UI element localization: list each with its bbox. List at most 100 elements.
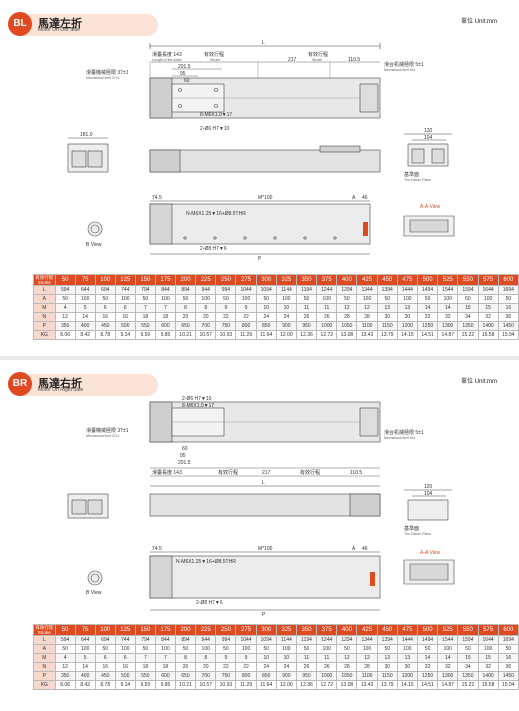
br-panel: BR 馬達右折 Motor On Right Side 單位 Unit:mm 2… <box>0 366 519 710</box>
bl-table-cell: 8.78 <box>94 330 116 340</box>
br-table-cell: 844 <box>154 635 176 645</box>
br-stroke-header: 550 <box>457 624 479 636</box>
br-table-cell: 1100 <box>356 671 378 681</box>
bl-table-cell: 14 <box>437 303 459 313</box>
bl-table-cell: 14.87 <box>437 330 459 340</box>
bl-table-cell: 100 <box>154 294 176 304</box>
bl-table-cell: 450 <box>94 321 116 331</box>
bl-table-cell: 22 <box>215 312 237 322</box>
br-table-cell: 100 <box>356 644 378 654</box>
bl-stroke-header: 200 <box>174 274 197 286</box>
br-table-cell: 14.87 <box>437 680 459 690</box>
br-table-cell: 14 <box>74 662 96 672</box>
br-table-cell: 50 <box>134 644 156 654</box>
br-stroke-header: 275 <box>235 624 257 636</box>
br-table-cell: 994 <box>215 635 237 645</box>
bl-table-cell: 500 <box>114 321 136 331</box>
bl-table-cell: 28 <box>336 312 358 322</box>
bl-a: A <box>352 195 356 201</box>
bl-table-cell: 950 <box>295 321 318 331</box>
bl-table-cell: 594 <box>54 285 76 295</box>
br-table-cell: 28 <box>336 662 358 672</box>
bl-aa: A-A View <box>420 204 441 210</box>
bl-table-cell: 24 <box>255 312 277 322</box>
bl-unit: 單位 Unit:mm <box>460 19 497 25</box>
br-table-cell: 750 <box>215 671 237 681</box>
br-table-cell: 1450 <box>497 671 519 681</box>
br-stroke-header: 225 <box>195 624 217 636</box>
bl-table-cell: 1200 <box>396 321 419 331</box>
bl-table-cell: 11 <box>295 303 318 313</box>
bl-stroke-header: 225 <box>195 274 217 286</box>
br-table-cell: 50 <box>457 644 479 654</box>
bl-table-cell: 50 <box>134 294 156 304</box>
br-table-cell: 1000 <box>316 671 338 681</box>
br-table-cell: 13.08 <box>336 680 358 690</box>
bl-table-cell: 22 <box>235 312 257 322</box>
br-table-cell: 12.00 <box>275 680 297 690</box>
bl-table-cell: 644 <box>74 285 96 295</box>
bl-table-cell: 50 <box>174 294 197 304</box>
br-stroke-header: 125 <box>114 624 136 636</box>
bl-mech-right: 滑台机械極限 5±1 <box>384 61 424 68</box>
br-dim-L: L <box>262 480 265 486</box>
bl-row-label: P <box>33 321 56 331</box>
br-row-label: L <box>33 635 56 645</box>
bl-stroke-header: 450 <box>376 274 398 286</box>
bl-table-cell: 7 <box>134 303 156 313</box>
bl-mech-right-en: Mechanical limit 5±1 <box>384 68 416 72</box>
bl-table-cell: 6 <box>94 303 116 313</box>
bl-table-cell: 13 <box>396 303 419 313</box>
bl-table-cell: 100 <box>356 294 378 304</box>
br-table-cell: 5 <box>74 653 96 663</box>
br-table-cell: 500 <box>114 671 136 681</box>
bl-table-cell: 9.85 <box>154 330 176 340</box>
bl-stroke-header: 75 <box>74 274 96 286</box>
br-table-cell: 744 <box>114 635 136 645</box>
bl-d2015: 201.5 <box>178 64 191 70</box>
br-table-cell: 12 <box>356 653 378 663</box>
br-table-cell: 800 <box>235 671 257 681</box>
br-table-cell: 20 <box>174 662 197 672</box>
br-stroke-header: 75 <box>74 624 96 636</box>
br-stroke-header: 200 <box>174 624 197 636</box>
br-table-cell: 1644 <box>477 635 499 645</box>
br-table-cell: 50 <box>255 644 277 654</box>
br-dowel2: 2-Ø8 H7▼6 <box>196 600 223 606</box>
br-table-cell: 1350 <box>457 671 479 681</box>
bl-table-cell: 50 <box>376 294 398 304</box>
bl-table-cell: 14 <box>74 312 96 322</box>
bl-table-cell: 744 <box>114 285 136 295</box>
bl-table-cell: 13 <box>376 303 398 313</box>
br-table-cell: 1294 <box>336 635 358 645</box>
bl-table-cell: 1644 <box>477 285 499 295</box>
br-table-cell: 9.14 <box>114 680 136 690</box>
br-table-cell: 15 <box>457 653 479 663</box>
br-table-cell: 1200 <box>396 671 419 681</box>
bl-table-cell: 13.79 <box>376 330 398 340</box>
br-table-header: 有效行程 Stroke <box>33 624 56 636</box>
bl-table-cell: 100 <box>477 294 499 304</box>
br-table-cell: 50 <box>94 644 116 654</box>
bl-table-cell: 9.14 <box>114 330 136 340</box>
bl-table-cell: 32 <box>416 312 439 322</box>
bl-table-cell: 100 <box>74 294 96 304</box>
bl-table-cell: 10 <box>275 303 297 313</box>
br-table-cell: 12 <box>54 662 76 672</box>
bl-eff2-en: Stroke <box>312 58 322 62</box>
bl-table-cell: 1300 <box>437 321 459 331</box>
bl-stroke-header: 550 <box>457 274 479 286</box>
bl-table-cell: 844 <box>154 285 176 295</box>
bl-stroke-header: 575 <box>477 274 499 286</box>
bl-table-cell: 16 <box>114 312 136 322</box>
br-table-cell: 850 <box>255 671 277 681</box>
bl-dim-L: L <box>262 40 265 46</box>
br-table-cell: 20 <box>195 662 217 672</box>
bl-table-cell: 400 <box>74 321 96 331</box>
br-stroke-header: 400 <box>336 624 358 636</box>
br-unit: 單位 Unit:mm <box>460 379 497 385</box>
bl-stroke-header: 500 <box>416 274 439 286</box>
